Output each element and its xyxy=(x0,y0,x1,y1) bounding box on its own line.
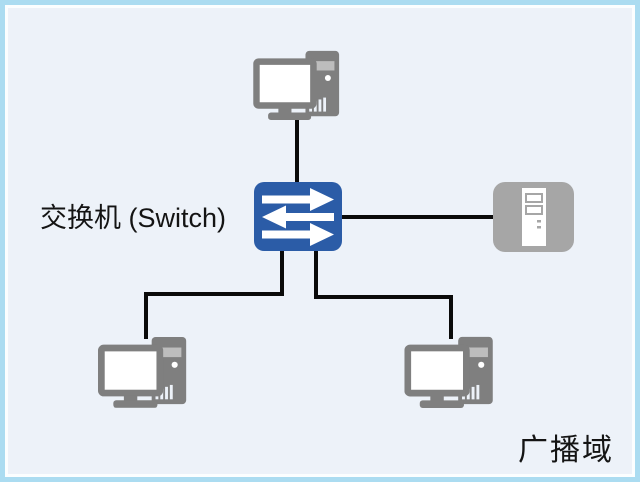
switch-icon xyxy=(254,182,342,251)
switch-arrows-icon xyxy=(254,182,342,251)
computer-icon-bottom-right xyxy=(404,335,497,408)
server-icon xyxy=(493,182,574,252)
computer-icon xyxy=(253,51,339,120)
computer-icon xyxy=(98,337,186,408)
cables-layer xyxy=(144,113,495,339)
broadcast-domain-label: 广播域 xyxy=(518,434,614,467)
cable-bottom-left-pc xyxy=(144,249,284,339)
computer-icon-top xyxy=(253,49,343,120)
server-tower-icon xyxy=(493,182,574,252)
computer-icon xyxy=(404,337,492,408)
computer-icon-bottom-left xyxy=(98,335,190,408)
switch-label: 交换机 (Switch) xyxy=(40,203,227,233)
cable-bottom-right-pc xyxy=(314,249,453,339)
